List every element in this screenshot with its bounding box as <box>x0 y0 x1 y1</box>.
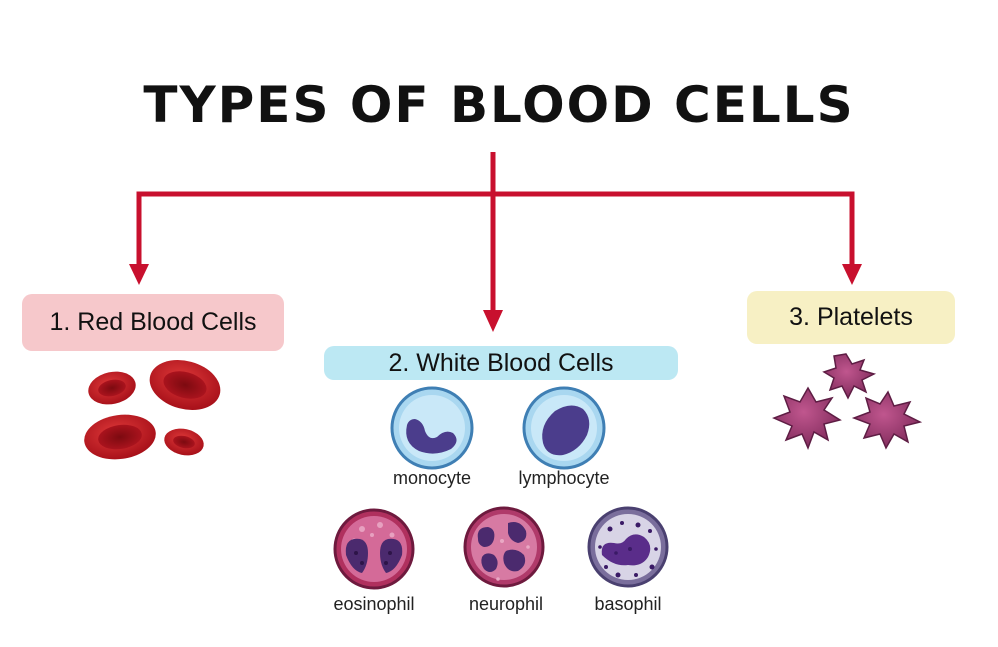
red-blood-cells-label: 1. Red Blood Cells <box>49 308 257 336</box>
red-blood-cell <box>149 360 221 410</box>
red-blood-cell <box>88 371 136 405</box>
platelets-label-box: 3. Platelets <box>747 291 955 344</box>
basophil-label: basophil <box>594 594 662 614</box>
eosinophil-illustration <box>333 508 415 590</box>
platelet <box>851 390 923 450</box>
red-blood-cell <box>84 414 156 460</box>
red-blood-cells-label-box: 1. Red Blood Cells <box>22 294 284 351</box>
connector-top-bar <box>136 191 855 264</box>
platelets-label: 3. Platelets <box>789 303 913 331</box>
neurophil-label: neurophil <box>468 594 544 614</box>
platelets-illustration <box>772 353 923 451</box>
platelet <box>772 386 842 451</box>
lymphocyte-label: lymphocyte <box>518 468 610 488</box>
red-blood-cells-illustration <box>84 360 221 460</box>
platelet <box>822 353 877 400</box>
basophil-illustration <box>587 506 669 588</box>
lymphocyte-illustration <box>522 386 606 470</box>
monocyte-illustration <box>390 386 474 470</box>
neurophil-illustration <box>463 506 545 588</box>
arrowhead-red-cells <box>129 264 149 285</box>
arrowhead-platelets <box>842 264 862 285</box>
white-blood-cells-label: 2. White Blood Cells <box>388 348 614 377</box>
eosinophil-label: eosinophil <box>333 594 415 614</box>
diagram-title: TYPES OF BLOOD CELLS <box>143 76 855 134</box>
red-blood-cell <box>164 428 204 456</box>
arrowhead-white-cells <box>483 310 503 332</box>
monocyte-label: monocyte <box>392 468 472 488</box>
white-blood-cells-label-box: 2. White Blood Cells <box>324 346 678 380</box>
